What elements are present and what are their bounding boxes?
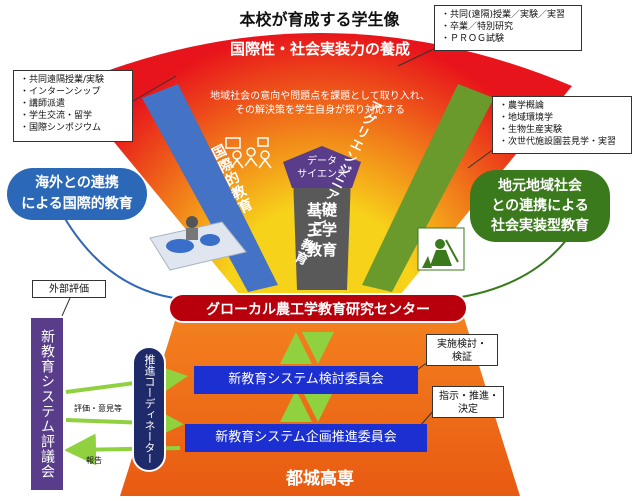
right-callout-item: ・農学概論 xyxy=(499,101,545,111)
top-callout-item: ・ＰＲＯＧ試験 xyxy=(441,34,505,44)
center-beam-line: 工学 xyxy=(306,221,337,239)
top-callout: ・共同(遠隔)授業／実験／実習 ・卒業／特別研究 ・ＰＲＯＧ試験 xyxy=(434,5,582,51)
council-label: 新教育システム評議会 xyxy=(39,329,55,479)
review-callout-line: 検証 xyxy=(452,352,472,363)
center-beam-shape xyxy=(293,176,351,290)
updown-arrows-1 xyxy=(280,332,334,364)
external-callout-pointer xyxy=(61,297,71,317)
right-pill: 地元地域社会 との連携による 社会実装型教育 xyxy=(470,170,610,242)
right-pill-line: 地元地域社会 xyxy=(498,178,582,194)
fan-description: 地域社会の意向や問題点を課題として取り入れ、 その解決策を学生自身が探り対応する xyxy=(178,90,462,118)
left-callout-item: ・国際シンポジウム xyxy=(20,123,102,133)
top-callout-pointer xyxy=(397,45,441,67)
right-callout: ・農学概論 ・地域環境学 ・生物生産実験 ・次世代施設園芸見学・実習 xyxy=(492,96,632,154)
world-map-icon xyxy=(149,216,247,271)
right-callout-item: ・地域環境学 xyxy=(499,113,554,123)
left-beam-shape xyxy=(142,84,278,292)
center-beam-line: 教育 xyxy=(306,241,337,259)
left-callout-item: ・講師派遣 xyxy=(20,99,66,109)
review-callout: 実施検討・ 検証 xyxy=(426,334,498,366)
left-callout-item: ・学生交流・留学 xyxy=(20,111,93,121)
coordinator-oval: 推進コーディネーター xyxy=(132,346,166,472)
school-name: 都城高専 xyxy=(286,469,354,489)
center-badge-line: サイエンス xyxy=(297,169,347,180)
fan-heading: 国際性・社会実装力の養成 xyxy=(229,40,410,58)
center-beam-label: 基礎 工学 教育 xyxy=(293,200,351,260)
farmer-icon xyxy=(417,227,465,271)
plan-callout: 指示・推進・ 決定 xyxy=(432,386,504,418)
left-pill-line: 海外との連携 xyxy=(35,175,119,191)
coordinator-label: 推進コーディネーター xyxy=(143,354,156,464)
right-pill-line: との連携による xyxy=(491,198,589,214)
right-beam-shape xyxy=(362,84,494,292)
top-callout-item: ・卒業／特別研究 xyxy=(441,22,514,32)
report-label: 報告 xyxy=(86,456,102,465)
left-callout-item: ・インターンシップ xyxy=(20,87,101,97)
center-beam-line: 基礎 xyxy=(306,201,337,219)
fan-description-line: 地域社会の意向や問題点を課題として取り入れ、 xyxy=(210,91,430,102)
review-committee: 新教育システム検討委員会 xyxy=(194,366,418,394)
review-callout-line: 実施検討・ xyxy=(437,339,487,350)
plan-callout-line: 指示・推進・ xyxy=(439,391,499,402)
left-callout: ・共同遠隔授業/実験 ・インターンシップ ・講師派遣 ・学生交流・留学 ・国際シ… xyxy=(13,70,133,142)
center-badge-shape xyxy=(283,146,361,188)
left-pill-line: による国際的教育 xyxy=(21,196,133,212)
page-title: 本校が育成する学生像 xyxy=(239,10,400,29)
plan-callout-line: 決定 xyxy=(458,404,478,415)
center-badge: データ サイエンス xyxy=(283,155,361,181)
top-callout-item: ・共同(遠隔)授業／実験／実習 xyxy=(441,10,566,20)
right-callout-item: ・次世代施設園芸見学・実習 xyxy=(499,137,617,147)
evaluation-label: 評価・意見等 xyxy=(74,404,122,413)
planning-committee: 新教育システム企画推進委員会 xyxy=(185,424,427,452)
right-callout-item: ・生物生産実験 xyxy=(499,125,563,135)
center-badge-line: データ xyxy=(307,156,337,167)
external-evaluation-callout: 外部評価 xyxy=(32,280,106,298)
left-callout-pointer xyxy=(127,75,177,105)
council-box: 新教育システム評議会 xyxy=(29,316,65,492)
left-callout-item: ・共同遠隔授業/実験 xyxy=(20,75,105,85)
people-icon xyxy=(225,137,272,169)
left-pill: 海外との連携 による国際的教育 xyxy=(7,168,147,220)
right-pill-line: 社会実装型教育 xyxy=(491,218,589,234)
fan-description-line: その解決策を学生自身が探り対応する xyxy=(235,105,405,116)
external-evaluation-label: 外部評価 xyxy=(49,284,89,295)
updown-arrows-2 xyxy=(280,390,334,422)
plan-callout-pointer xyxy=(419,409,435,427)
center-banner: グローカル農工学教育研究センター xyxy=(168,293,468,323)
